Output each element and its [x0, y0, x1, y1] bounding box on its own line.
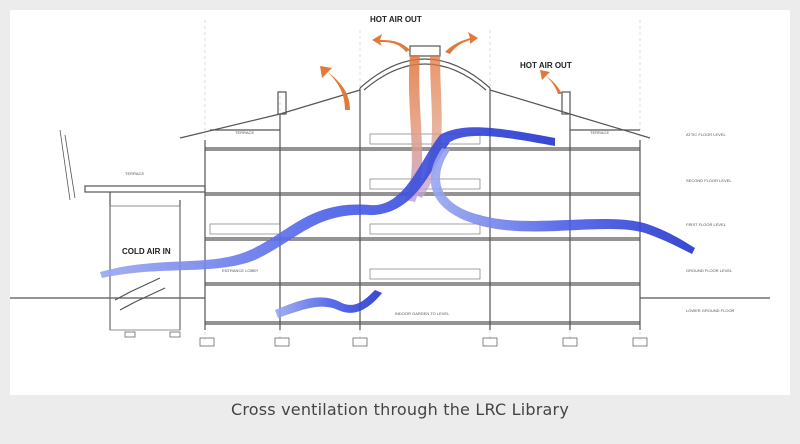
label-terrace-attic-right: TERRACE — [590, 130, 609, 135]
label-ground-floor: GROUND FLOOR LEVEL — [686, 268, 733, 273]
label-indoor-garden: INDOOR GARDEN TO LEVEL — [395, 311, 450, 316]
building-structure — [59, 45, 651, 331]
label-hot-air-out-right: HOT AIR OUT — [520, 61, 572, 70]
label-second-floor: SECOND FLOOR LEVEL — [686, 178, 732, 183]
label-terrace-attic-left: TERRACE — [235, 130, 254, 135]
label-hot-air-out-top: HOT AIR OUT — [370, 15, 422, 24]
label-entrance-lobby: ENTRANCE LOBBY — [222, 268, 259, 273]
hot-air-flow — [320, 32, 562, 202]
label-cold-air-in: COLD AIR IN — [122, 247, 171, 256]
figure-caption: Cross ventilation through the LRC Librar… — [230, 400, 570, 419]
label-attic-floor: ATTIC FLOOR LEVEL — [686, 132, 726, 137]
foundations — [124, 331, 648, 347]
label-terrace-left: TERRACE — [125, 171, 144, 176]
label-lower-ground-floor: LOWER GROUND FLOOR — [686, 308, 735, 313]
section-diagram: HOT AIR OUT HOT AIR OUT COLD AIR IN TERR… — [10, 10, 790, 395]
label-first-floor: FIRST FLOOR LEVEL — [686, 222, 727, 227]
building-section-drawing: HOT AIR OUT HOT AIR OUT COLD AIR IN TERR… — [10, 15, 770, 347]
cold-air-flow — [100, 127, 695, 318]
